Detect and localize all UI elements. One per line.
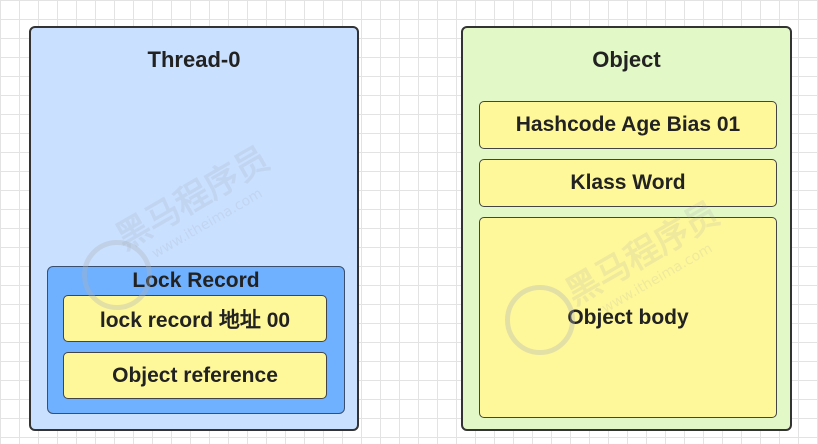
object-box: Object Hashcode Age Bias 01 Klass Word O… — [461, 26, 792, 431]
object-title: Object — [592, 47, 661, 72]
lock-record-title: Lock Record — [132, 269, 260, 292]
thread-title: Thread-0 — [147, 47, 241, 72]
klass-word-field: Klass Word — [479, 159, 777, 207]
object-body-field: Object body — [479, 217, 777, 418]
object-reference-field: Object reference — [63, 352, 327, 399]
mark-word-field: Hashcode Age Bias 01 — [479, 101, 777, 149]
thread-box: Thread-0 Lock Record lock record 地址 00 O… — [29, 26, 359, 431]
lock-record-box: Lock Record lock record 地址 00 Object ref… — [47, 266, 345, 414]
watermark-logo — [82, 240, 152, 310]
watermark-logo-right — [505, 285, 575, 355]
